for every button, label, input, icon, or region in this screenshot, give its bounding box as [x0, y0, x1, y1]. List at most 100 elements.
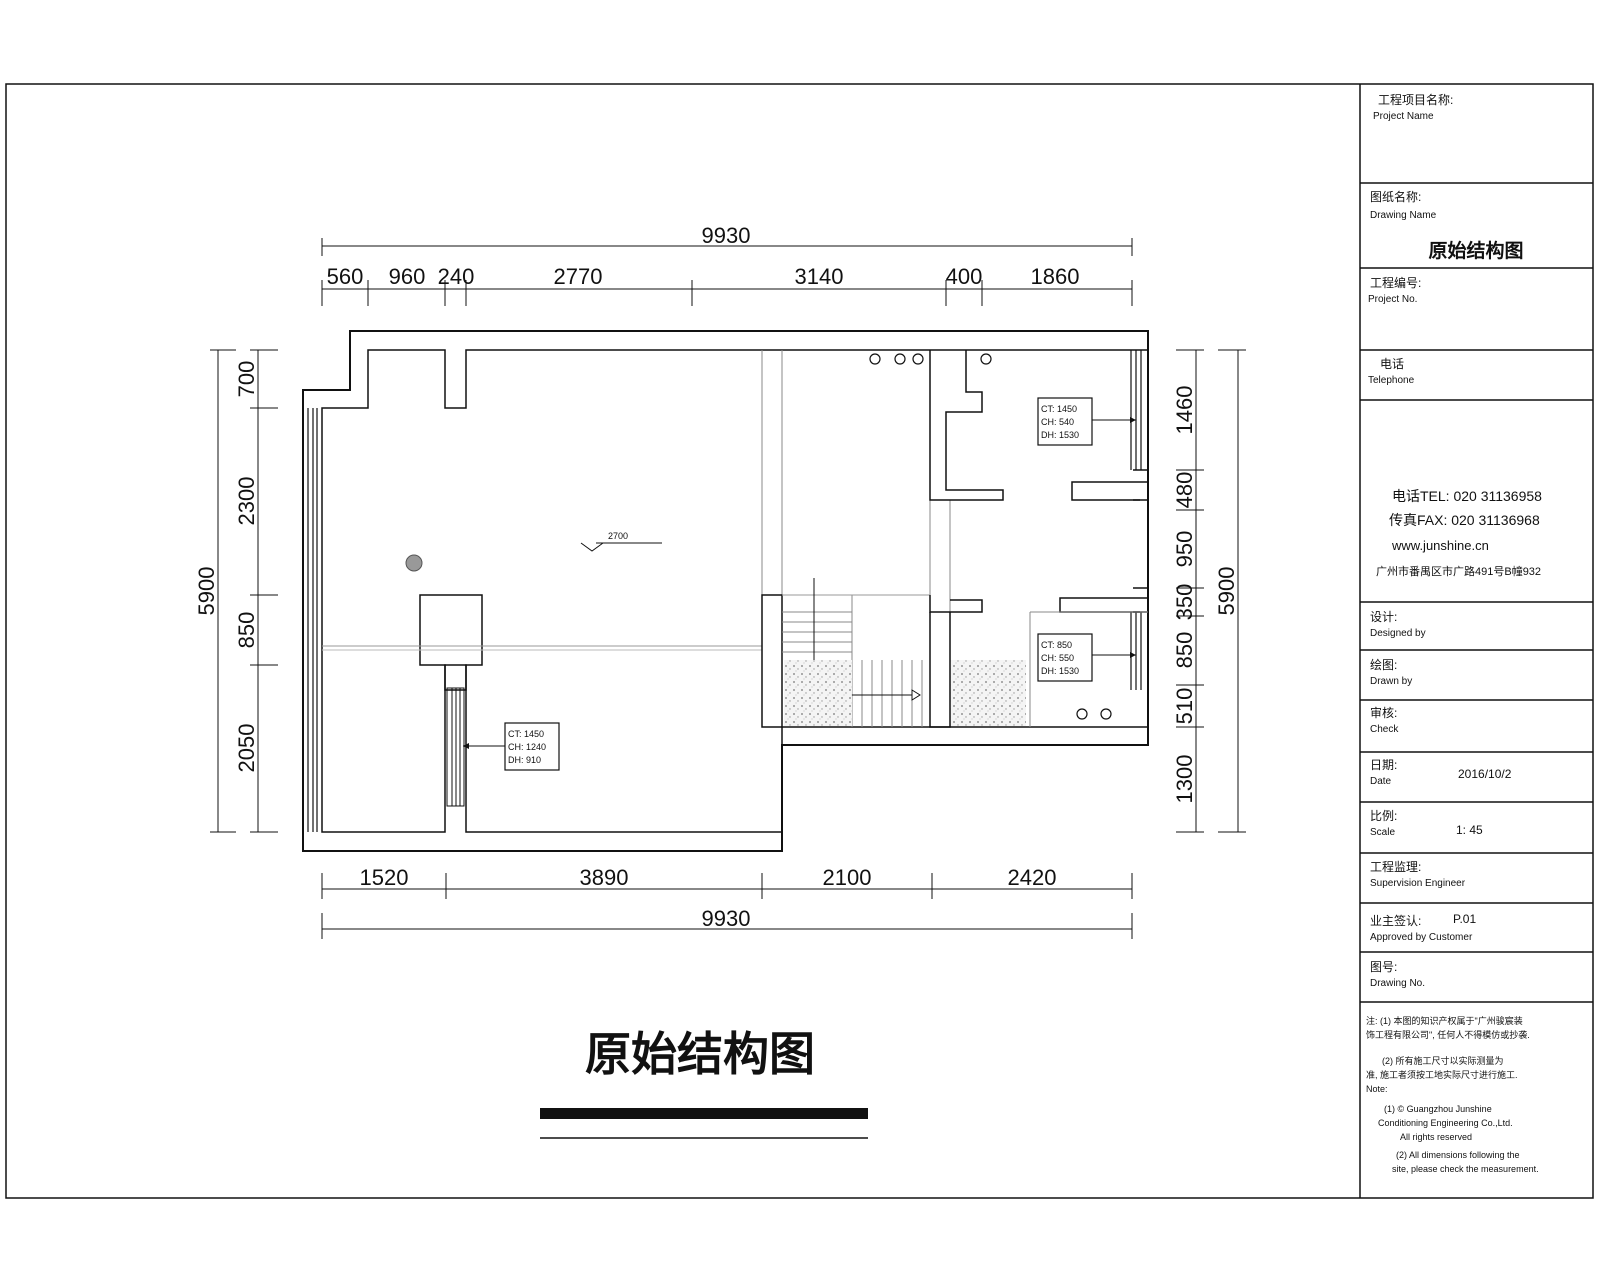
dim-left-1: 700 [234, 361, 259, 398]
company-address: 广州市番禺区市广路491号B幢932 [1376, 564, 1541, 578]
structural-column [419, 594, 483, 691]
dim-left-3: 850 [234, 612, 259, 649]
stair-landing-fill [784, 660, 852, 726]
dim-top-total: 9930 [702, 223, 751, 248]
window-tag-2-dh: DH: 1530 [1041, 666, 1079, 676]
inner-wall [321, 349, 1149, 833]
window-tag-2-ch: CH: 550 [1041, 653, 1074, 663]
dimension-lines [210, 238, 1246, 939]
date-value: 2016/10/2 [1458, 767, 1512, 781]
note-line: All rights reserved [1400, 1132, 1472, 1142]
drawn-by-label: 绘图: [1370, 657, 1397, 672]
note-line: (2) 所有施工尺寸以实际测量为 [1382, 1055, 1504, 1066]
drawing-title: 原始结构图 [585, 1027, 815, 1081]
note-line: 准, 施工者须按工地实际尺寸进行施工. [1366, 1069, 1518, 1080]
dim-bottom-3: 2100 [823, 865, 872, 890]
dim-right-5: 850 [1172, 632, 1197, 669]
title-block: 工程项目名称: Project Name 图纸名称: Drawing Name … [1360, 92, 1593, 1174]
stair-wall [761, 594, 783, 728]
drawing-title-block: 原始结构图 [540, 1027, 868, 1139]
approved-label-en: Approved by Customer [1370, 932, 1473, 943]
floor-plan: 2700 CT: 1450 CH: 540 DH: 1530 CT: 850 C… [302, 330, 1149, 852]
dim-left-total: 5900 [194, 567, 219, 616]
note-line: 注: (1) 本图的知识产权属于"广州骏宸装 [1366, 1015, 1523, 1026]
dim-bottom-2: 3890 [580, 865, 629, 890]
right-window-lower [1130, 612, 1142, 690]
company-tel: 电话TEL: 020 31136958 [1392, 488, 1542, 504]
drawing-no-label-en: Drawing No. [1370, 978, 1425, 989]
window-tag-2-ct: CT: 850 [1041, 640, 1072, 650]
dim-top-3: 240 [438, 264, 475, 289]
project-name-label-en: Project Name [1373, 111, 1434, 122]
dim-top-7: 1860 [1031, 264, 1080, 289]
dim-top-4: 2770 [554, 264, 603, 289]
dim-right-total: 5900 [1214, 567, 1239, 616]
dim-right-6: 510 [1172, 688, 1197, 725]
dim-right-2: 480 [1172, 472, 1197, 509]
window-tag-3-dh: DH: 910 [508, 755, 541, 765]
ceiling-height-marker: 2700 [580, 531, 662, 552]
window-tag-3: CT: 1450 CH: 1240 DH: 910 [463, 722, 560, 771]
supervision-label-en: Supervision Engineer [1370, 878, 1466, 889]
telephone-label-en: Telephone [1368, 375, 1415, 386]
pipe-circles [869, 353, 1112, 720]
date-label-en: Date [1370, 776, 1392, 787]
note-line: (2) All dimensions following the [1396, 1150, 1520, 1160]
drawing-name-value: 原始结构图 [1428, 239, 1523, 262]
note-line: 饰工程有限公司", 任何人不得模仿或抄袭. [1366, 1029, 1530, 1040]
window-tag-1-dh: DH: 1530 [1041, 430, 1079, 440]
staircase [782, 594, 930, 727]
drawing-no-label: 图号: [1370, 960, 1397, 974]
dim-left-4: 2050 [234, 724, 259, 773]
dim-right-4: 350 [1172, 584, 1197, 621]
ceiling-height-label: 2700 [608, 531, 628, 541]
dim-top-5: 3140 [795, 264, 844, 289]
dim-bottom-total: 9930 [702, 906, 751, 931]
drawn-by-label-en: Drawn by [1370, 676, 1412, 687]
notes: 注: (1) 本图的知识产权属于"广州骏宸装 饰工程有限公司", 任何人不得模仿… [1366, 1015, 1539, 1174]
note-line: Conditioning Engineering Co.,Ltd. [1378, 1118, 1513, 1128]
window-tag-1-ct: CT: 1450 [1041, 404, 1077, 414]
dimension-labels: 9930 560 960 240 2770 3140 400 1860 1520… [194, 223, 1239, 931]
drawing-name-label: 图纸名称: [1370, 189, 1421, 204]
scale-label: 比例: [1370, 809, 1397, 823]
partition-lines [761, 350, 951, 612]
window-tag-1: CT: 1450 CH: 540 DH: 1530 [1037, 397, 1136, 446]
approved-value: P.01 [1453, 912, 1476, 926]
note-line: (1) © Guangzhou Junshine [1384, 1104, 1492, 1114]
dim-top-6: 400 [946, 264, 983, 289]
telephone-label: 电话 [1380, 357, 1404, 371]
note-line: Note: [1366, 1084, 1388, 1094]
company-fax: 传真FAX: 020 31136968 [1389, 512, 1540, 528]
dim-left-2: 2300 [234, 477, 259, 526]
floor-drain [405, 554, 423, 572]
approved-label: 业主签认: [1370, 913, 1421, 928]
check-label: 审核: [1370, 705, 1397, 720]
window-tag-2: CT: 850 CH: 550 DH: 1530 [1037, 633, 1136, 682]
sheet-border [5, 83, 1594, 1199]
designed-by-label-en: Designed by [1370, 628, 1426, 639]
dim-bottom-4: 2420 [1008, 865, 1057, 890]
dim-right-1: 1460 [1172, 386, 1197, 435]
window-tag-3-ct: CT: 1450 [508, 729, 544, 739]
check-label-en: Check [1370, 724, 1399, 735]
project-no-label-en: Project No. [1368, 294, 1417, 305]
left-window [307, 408, 318, 832]
dim-top-2: 960 [389, 264, 426, 289]
floor-fill [950, 660, 1026, 726]
date-label: 日期: [1370, 758, 1397, 772]
note-line: site, please check the measurement. [1392, 1164, 1539, 1174]
window-tag-3-ch: CH: 1240 [508, 742, 546, 752]
dim-right-3: 950 [1172, 531, 1197, 568]
outer-wall [302, 330, 1149, 852]
dim-top-1: 560 [327, 264, 364, 289]
scale-value: 1: 45 [1456, 823, 1483, 837]
designed-by-label: 设计: [1370, 610, 1397, 624]
project-no-label: 工程编号: [1370, 275, 1421, 290]
inner-window [446, 687, 465, 807]
scale-label-en: Scale [1370, 827, 1395, 838]
company-website: www.junshine.cn [1391, 538, 1489, 553]
right-window-upper [1130, 350, 1142, 470]
window-tag-1-ch: CH: 540 [1041, 417, 1074, 427]
